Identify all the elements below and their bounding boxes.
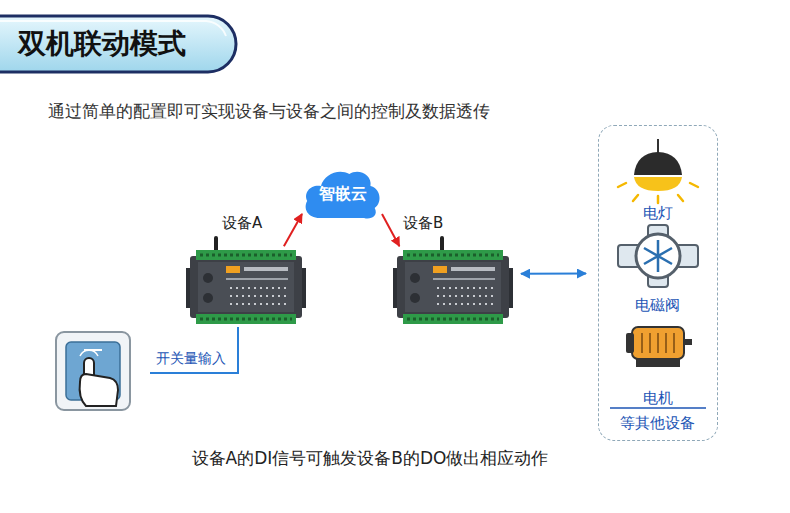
motor-cap bbox=[626, 333, 634, 353]
device-picture bbox=[190, 248, 302, 326]
divider-line bbox=[610, 407, 706, 409]
lamp-rays bbox=[618, 183, 698, 203]
brand-tag bbox=[226, 266, 240, 273]
device-body bbox=[397, 256, 509, 318]
led-row bbox=[437, 288, 495, 304]
device-picture bbox=[397, 248, 509, 326]
lamp-icon bbox=[618, 139, 698, 203]
touch-wave bbox=[80, 350, 98, 356]
motor-body bbox=[632, 327, 684, 359]
device-name: 等其他设备 bbox=[599, 414, 716, 433]
device-name: 电机 bbox=[599, 389, 716, 408]
lamp-cord bbox=[657, 139, 659, 153]
device-name: 电灯 bbox=[599, 204, 716, 223]
hand-palm bbox=[80, 374, 118, 406]
device-box: 设备A bbox=[190, 248, 302, 326]
mount-hole bbox=[410, 273, 420, 283]
caption-text: 设备A的DI信号可触发设备B的DO做出相应动作 bbox=[192, 448, 549, 469]
title-text: 双机联动模式 bbox=[18, 26, 186, 61]
title-banner bbox=[0, 16, 236, 72]
panel-print bbox=[226, 278, 288, 280]
device-label: 设备B bbox=[403, 214, 443, 233]
device-body bbox=[190, 256, 302, 318]
device-label: 设备A bbox=[222, 214, 262, 233]
banner-shape bbox=[0, 16, 236, 72]
front-panel bbox=[405, 262, 501, 312]
brand-tag bbox=[433, 266, 447, 273]
switch-frame bbox=[56, 332, 130, 410]
mount-hole bbox=[203, 273, 213, 283]
switch-icon bbox=[56, 332, 130, 410]
led-row bbox=[230, 288, 288, 304]
motor-fins bbox=[642, 333, 674, 353]
panel-print bbox=[451, 267, 495, 271]
cloud-node: 智嵌云 bbox=[303, 168, 381, 220]
device-box: 设备B bbox=[397, 248, 509, 326]
valve-star bbox=[644, 240, 672, 272]
note-label: 通过简单的配置即可实现设备与设备之间的控制及数据透传 bbox=[48, 101, 490, 122]
connector-arrow bbox=[382, 214, 399, 246]
switch-wire bbox=[150, 327, 238, 373]
mount-hole bbox=[410, 293, 420, 303]
valve-body bbox=[636, 234, 680, 278]
valve-icon bbox=[618, 225, 698, 287]
motor-icon bbox=[626, 327, 692, 367]
device-name: 电磁阀 bbox=[599, 296, 716, 315]
panel-print bbox=[433, 278, 495, 280]
lamp-light bbox=[634, 177, 682, 191]
device-panel: 电灯电磁阀电机等其他设备 bbox=[598, 125, 718, 441]
connector-arrow bbox=[284, 214, 302, 246]
mount-hole bbox=[203, 293, 213, 303]
connector-arrow bbox=[521, 273, 586, 275]
front-panel bbox=[198, 262, 294, 312]
lamp-shade bbox=[634, 152, 682, 175]
cloud-outline bbox=[306, 172, 380, 219]
cloud-label: 智嵌云 bbox=[319, 184, 367, 204]
motor-base bbox=[636, 359, 680, 367]
panel-print bbox=[244, 267, 288, 271]
note-label: 开关量输入 bbox=[156, 350, 226, 368]
